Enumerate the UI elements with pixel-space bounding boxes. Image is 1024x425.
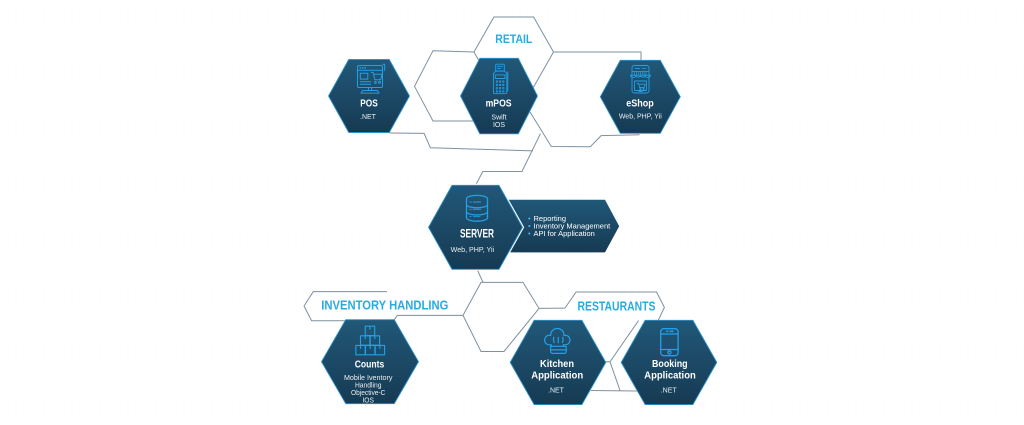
svg-text:IOS: IOS bbox=[362, 395, 374, 404]
svg-text:Objective-C: Objective-C bbox=[351, 388, 386, 397]
svg-text:eShop: eShop bbox=[626, 99, 654, 110]
svg-text:.NET: .NET bbox=[360, 114, 377, 121]
svg-text:Application: Application bbox=[531, 370, 583, 382]
svg-text:Web, PHP, Yii: Web, PHP, Yii bbox=[619, 113, 662, 120]
svg-text:Inventory Management: Inventory Management bbox=[534, 221, 612, 230]
svg-text:mPOS: mPOS bbox=[486, 98, 512, 109]
svg-text:.NET: .NET bbox=[661, 387, 678, 394]
svg-text:•: • bbox=[528, 214, 531, 223]
svg-text:Booking: Booking bbox=[652, 358, 688, 370]
svg-text:IOS: IOS bbox=[493, 122, 505, 129]
svg-text:Kitchen: Kitchen bbox=[540, 358, 574, 370]
svg-text:Reporting: Reporting bbox=[534, 214, 567, 223]
svg-text:Swift: Swift bbox=[491, 115, 506, 122]
svg-text:INVENTORY HANDLING: INVENTORY HANDLING bbox=[321, 299, 448, 313]
svg-text:Mobile Iventory: Mobile Iventory bbox=[344, 373, 393, 382]
svg-text:API for Application: API for Application bbox=[534, 229, 595, 238]
svg-text:POS: POS bbox=[360, 99, 378, 110]
svg-text:Web, PHP, Yii: Web, PHP, Yii bbox=[451, 245, 495, 254]
svg-text:RETAIL: RETAIL bbox=[495, 32, 532, 46]
svg-text:Handling: Handling bbox=[355, 381, 382, 390]
svg-text:Application: Application bbox=[644, 370, 696, 382]
svg-text:Counts: Counts bbox=[355, 359, 385, 371]
svg-text:SERVER: SERVER bbox=[460, 228, 494, 240]
svg-text:•: • bbox=[528, 229, 531, 238]
svg-text:•: • bbox=[528, 221, 531, 230]
svg-text:RESTAURANTS: RESTAURANTS bbox=[578, 300, 656, 314]
svg-text:.NET: .NET bbox=[548, 387, 565, 394]
